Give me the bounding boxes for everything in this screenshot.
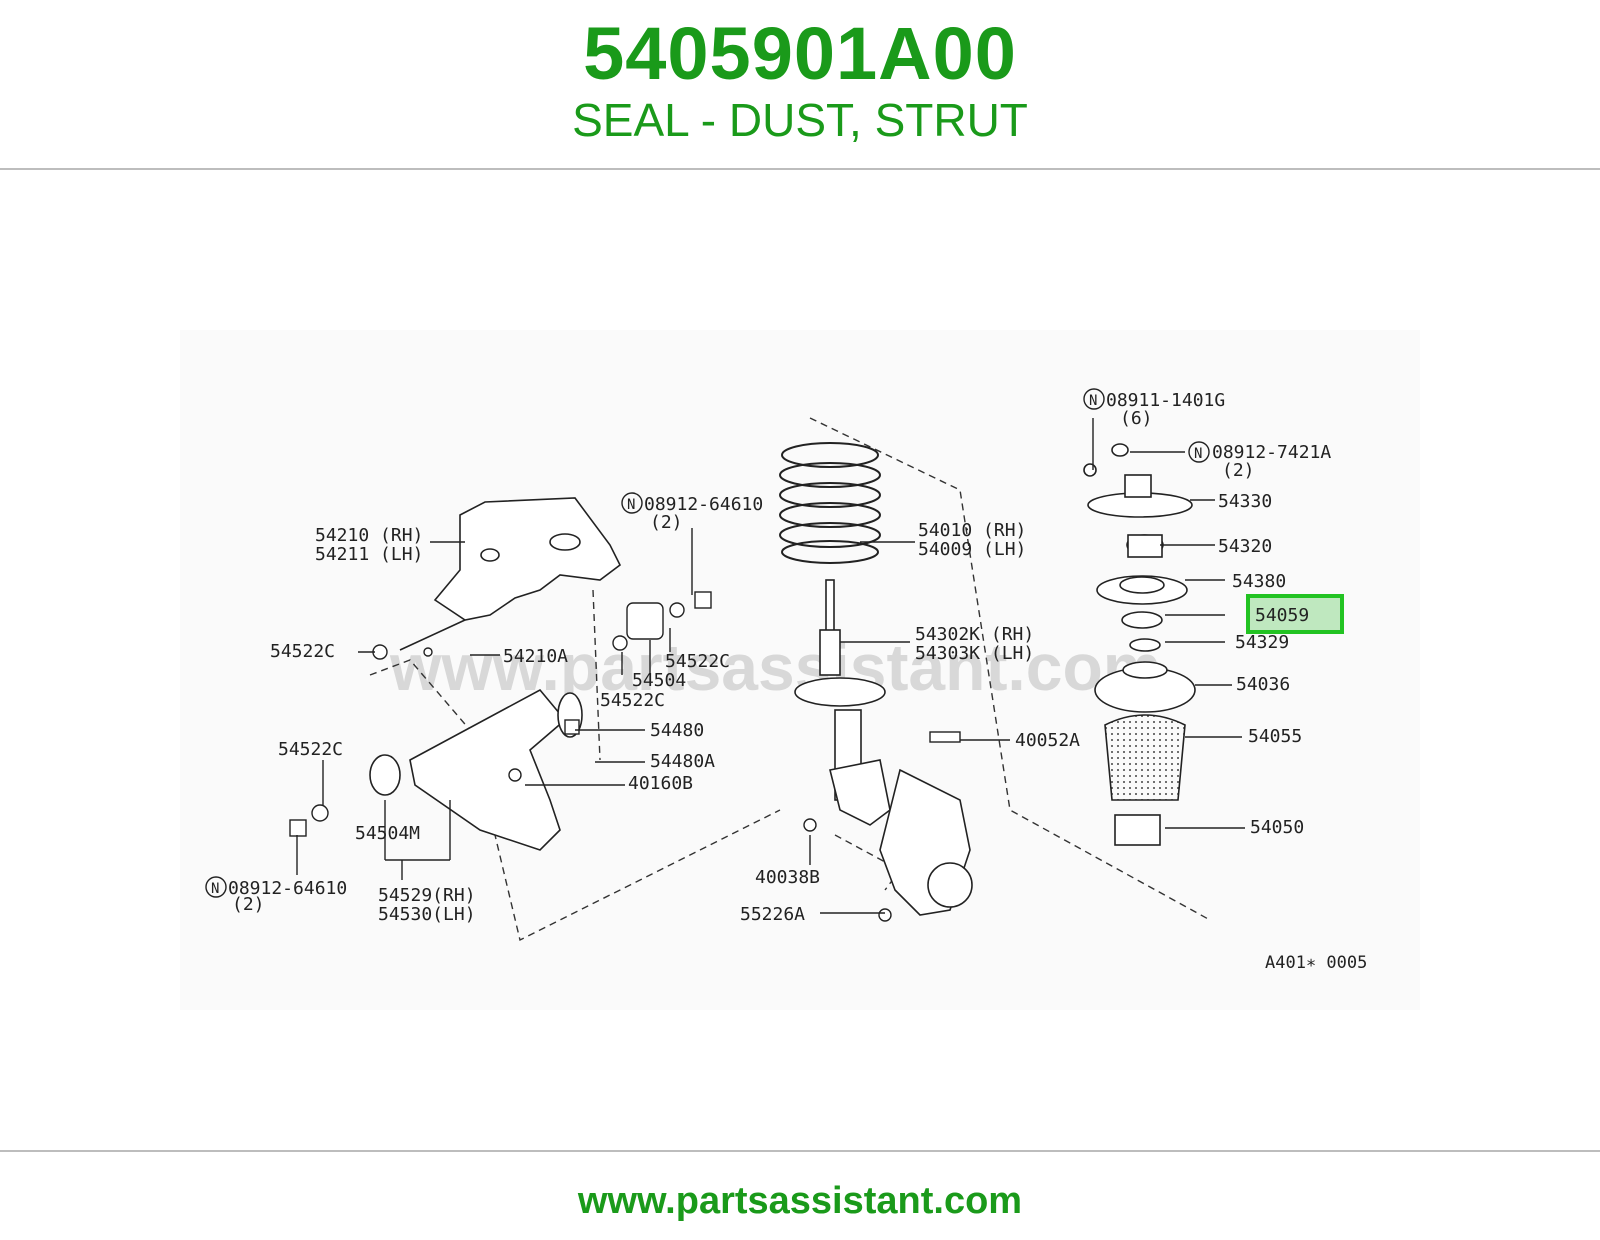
label-54330[interactable]: 54330 (1218, 491, 1272, 512)
exploded-view-drawing: www.partsassistant.com (205, 388, 1367, 973)
parts-diagram: www.partsassistant.com (180, 330, 1420, 1010)
label-54055[interactable]: 54055 (1248, 726, 1302, 747)
label-qty: (2) (650, 512, 683, 533)
label-54530[interactable]: 54530(LH) (378, 904, 476, 925)
label-54303k[interactable]: 54303K (LH) (915, 643, 1034, 664)
label-08912-7421a[interactable]: 08912-7421A (1212, 442, 1331, 463)
part-description: SEAL - DUST, STRUT (572, 94, 1028, 146)
part-number-title: 5405901A00 (583, 12, 1017, 95)
label-54210[interactable]: 54210 (RH) (315, 525, 423, 546)
label-54522c[interactable]: 54522C (278, 739, 343, 760)
label-qty: (6) (1120, 408, 1153, 429)
n-symbol-icon (205, 876, 227, 898)
header-divider (0, 168, 1600, 170)
label-40038b[interactable]: 40038B (755, 867, 820, 888)
n-symbol-letter: N (627, 497, 635, 513)
leader-lines (296, 418, 1245, 914)
label-54504m[interactable]: 54504M (355, 823, 420, 844)
selected-part-highlight[interactable] (1246, 594, 1344, 634)
label-54522c[interactable]: 54522C (270, 641, 335, 662)
label-54009[interactable]: 54009 (LH) (918, 539, 1026, 560)
footer-website-link[interactable]: www.partsassistant.com (577, 1180, 1023, 1222)
label-54210a[interactable]: 54210A (503, 646, 568, 667)
label-qty: (2) (1222, 460, 1255, 481)
label-54010[interactable]: 54010 (RH) (918, 520, 1026, 541)
strut-assembly (794, 579, 891, 826)
label-54480a[interactable]: 54480A (650, 751, 715, 772)
n-symbol-icon (1083, 388, 1105, 410)
label-54211[interactable]: 54211 (LH) (315, 544, 423, 565)
steering-knuckle (879, 768, 973, 916)
watermark-text: www.partsassistant.com (389, 630, 1161, 704)
coil-spring (779, 442, 881, 564)
footer-divider (0, 1150, 1600, 1152)
label-54050[interactable]: 54050 (1250, 817, 1304, 838)
n-symbol-letter: N (1089, 393, 1097, 409)
n-symbol-letter: N (1194, 446, 1202, 462)
label-54036[interactable]: 54036 (1236, 674, 1290, 695)
n-symbol-icons (205, 388, 1210, 898)
label-40160b[interactable]: 40160B (628, 773, 693, 794)
page-header: 5405901A00 SEAL - DUST, STRUT (0, 0, 1600, 168)
label-54522c[interactable]: 54522C (600, 690, 665, 711)
n-symbol-letter: N (211, 881, 219, 897)
subframe-member (399, 497, 622, 651)
label-54504[interactable]: 54504 (632, 670, 686, 691)
label-08912-64610-bottom[interactable]: 08912-64610 (228, 878, 347, 899)
label-08912-64610-top[interactable]: 08912-64610 (644, 494, 763, 515)
label-54480[interactable]: 54480 (650, 720, 704, 741)
n-symbol-icon (621, 492, 643, 514)
label-40052a[interactable]: 40052A (1015, 730, 1080, 751)
small-hardware (289, 591, 961, 922)
label-54329[interactable]: 54329 (1235, 632, 1289, 653)
label-54529[interactable]: 54529(RH) (378, 885, 476, 906)
top-mount-stack (1083, 443, 1196, 846)
label-qty: (2) (232, 894, 265, 915)
label-08911-1401g[interactable]: 08911-1401G (1106, 390, 1225, 411)
label-54320[interactable]: 54320 (1218, 536, 1272, 557)
label-54302k[interactable]: 54302K (RH) (915, 624, 1034, 645)
label-54059[interactable]: 54059 (1255, 605, 1309, 626)
label-55226a[interactable]: 55226A (740, 904, 805, 925)
label-54380[interactable]: 54380 (1232, 571, 1286, 592)
label-54522c[interactable]: 54522C (665, 651, 730, 672)
n-symbol-icon (1188, 441, 1210, 463)
diagram-code: A401∗ 0005 (1265, 953, 1367, 973)
